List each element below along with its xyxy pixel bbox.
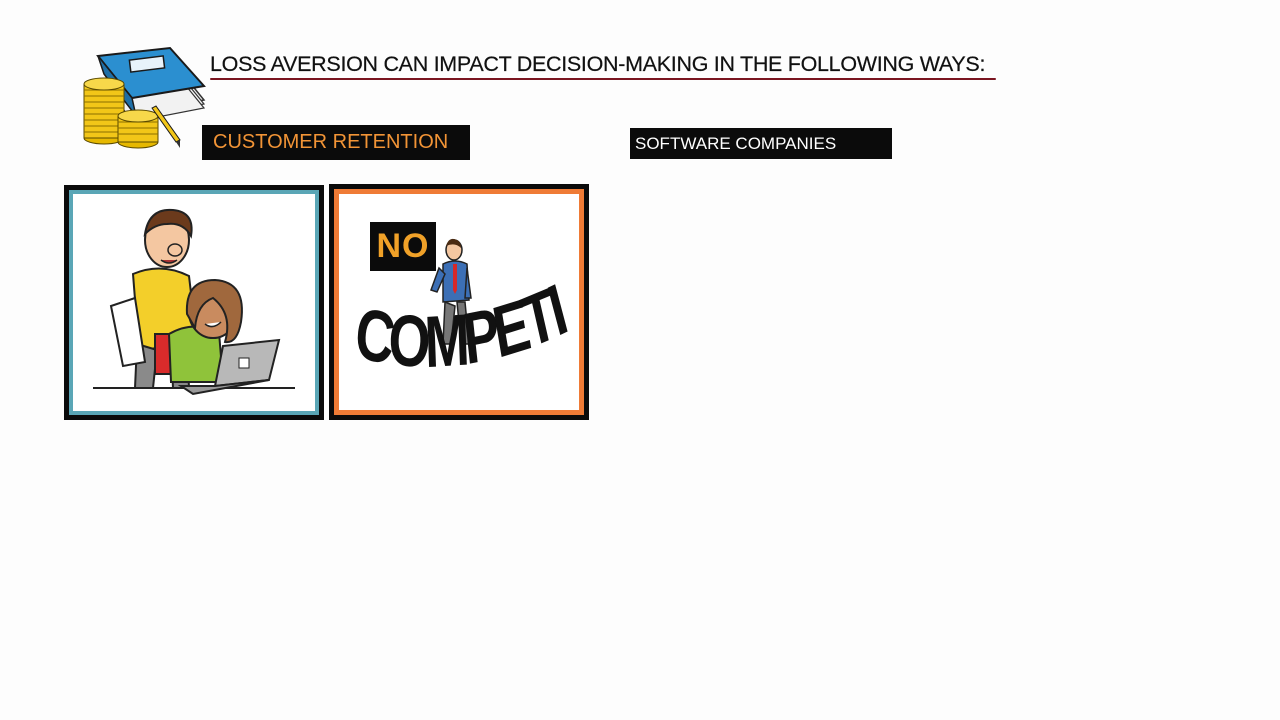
software-companies-label: SOFTWARE COMPANIES: [630, 128, 892, 159]
customer-retention-panel: [64, 185, 324, 420]
svg-text:COMPETITION: COMPETITION: [339, 194, 572, 383]
competition-text: COMPETITION: [339, 194, 576, 383]
competition-word: COMPETITION: [339, 194, 576, 383]
no-badge: NO: [370, 222, 436, 271]
binder-coins-icon: [80, 46, 210, 152]
businessman-on-word-illustration: [430, 238, 472, 345]
no-competition-panel: NO COMPETITION: [329, 184, 589, 420]
customer-retention-label: CUSTOMER RETENTION: [202, 125, 470, 160]
title-underline: [210, 78, 996, 80]
coworkers-at-laptop-illustration: [93, 208, 295, 396]
page-title: LOSS AVERSION CAN IMPACT DECISION-MAKING…: [210, 52, 986, 76]
